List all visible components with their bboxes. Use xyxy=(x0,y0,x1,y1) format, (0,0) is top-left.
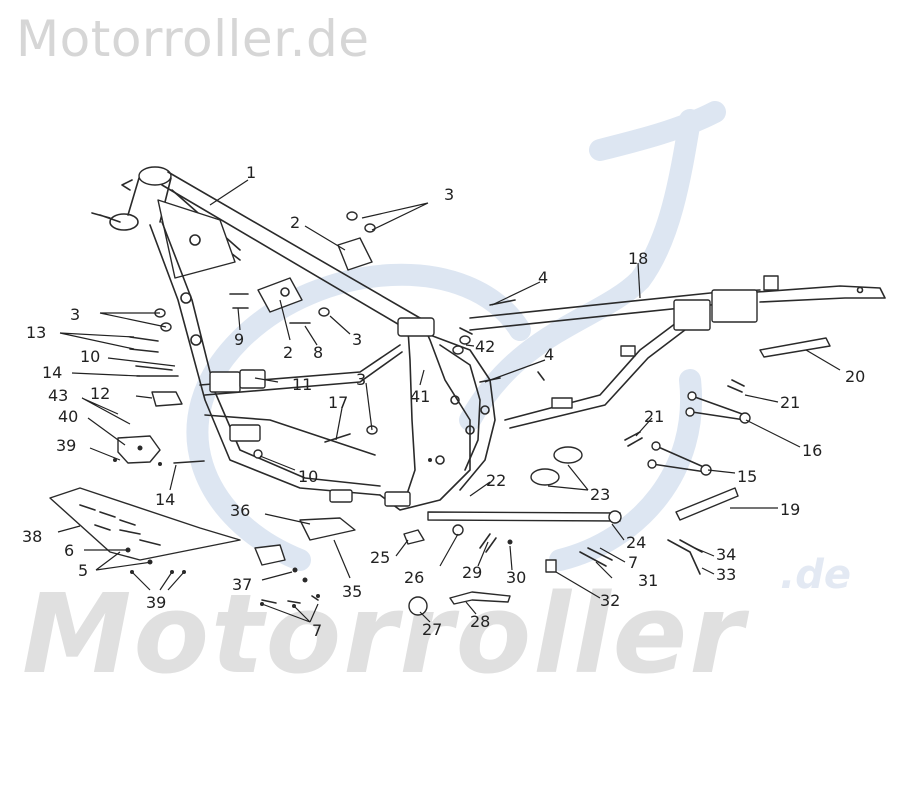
callout-34: 34 xyxy=(716,545,736,564)
callout-21: 21 xyxy=(780,393,800,412)
callout-21: 21 xyxy=(644,407,664,426)
callout-10: 10 xyxy=(80,347,100,366)
callout-24: 24 xyxy=(626,533,646,552)
callout-9: 9 xyxy=(234,330,244,349)
hangers-15-16-21 xyxy=(624,379,751,476)
watermark-logo-icon xyxy=(186,101,726,571)
callout-42: 42 xyxy=(475,337,495,356)
skid-plate-38 xyxy=(49,487,241,565)
callout-numbers: 1 3 2 18 4 3 13 9 2 8 3 42 4 10 14 11 3 … xyxy=(22,163,865,640)
watermark-bottom-text: Motorroller xyxy=(22,570,749,698)
spring-plate-20 xyxy=(675,337,831,521)
callout-11: 11 xyxy=(292,375,312,394)
callout-41: 41 xyxy=(410,387,430,406)
side-stand-24 xyxy=(427,510,622,524)
callout-39: 39 xyxy=(56,436,76,455)
callout-16: 16 xyxy=(802,441,822,460)
rear-subframe xyxy=(469,275,886,429)
callout-7: 7 xyxy=(628,553,638,572)
callout-37: 37 xyxy=(232,575,252,594)
callout-13: 13 xyxy=(26,323,46,342)
leader-dots xyxy=(113,458,320,608)
callout-4: 4 xyxy=(544,345,554,364)
callout-20: 20 xyxy=(845,367,865,386)
callout-29: 29 xyxy=(462,563,482,582)
mount-plate-40 xyxy=(117,391,183,464)
callout-2: 2 xyxy=(283,343,293,362)
main-frame xyxy=(91,166,496,511)
callout-22: 22 xyxy=(486,471,506,490)
callout-14: 14 xyxy=(155,490,175,509)
callout-10: 10 xyxy=(298,467,318,486)
callout-19: 19 xyxy=(780,500,800,519)
leader-lines xyxy=(57,179,841,623)
callout-3: 3 xyxy=(444,185,454,204)
callout-15: 15 xyxy=(737,467,757,486)
callout-6: 6 xyxy=(64,541,74,560)
callout-1: 1 xyxy=(246,163,256,182)
callout-23: 23 xyxy=(590,485,610,504)
callout-36: 36 xyxy=(230,501,250,520)
callout-43: 43 xyxy=(48,386,68,405)
callout-40: 40 xyxy=(58,407,78,426)
callout-14: 14 xyxy=(42,363,62,382)
callout-2: 2 xyxy=(290,213,300,232)
footrest-parts xyxy=(254,517,356,604)
callout-39: 39 xyxy=(146,593,166,612)
callout-3: 3 xyxy=(356,370,366,389)
callout-26: 26 xyxy=(404,568,424,587)
callout-25: 25 xyxy=(370,548,390,567)
callout-17: 17 xyxy=(328,393,348,412)
callout-38: 38 xyxy=(22,527,42,546)
bracket-2 xyxy=(257,237,373,313)
callout-33: 33 xyxy=(716,565,736,584)
watermark-suffix-text: .de xyxy=(780,552,851,598)
callout-4: 4 xyxy=(538,268,548,287)
callout-28: 28 xyxy=(470,612,490,631)
callout-31: 31 xyxy=(638,571,658,590)
callout-18: 18 xyxy=(628,249,648,268)
callout-35: 35 xyxy=(342,582,362,601)
callout-3: 3 xyxy=(70,305,80,324)
callout-12: 12 xyxy=(90,384,110,403)
callout-3: 3 xyxy=(352,330,362,349)
callout-7: 7 xyxy=(312,621,322,640)
callout-32: 32 xyxy=(600,591,620,610)
callout-5: 5 xyxy=(78,561,88,580)
grommets-23 xyxy=(530,446,583,486)
callout-27: 27 xyxy=(422,620,442,639)
callout-30: 30 xyxy=(506,568,526,587)
site-brand-text: Motorroller.de xyxy=(16,10,370,68)
callout-8: 8 xyxy=(313,343,323,362)
